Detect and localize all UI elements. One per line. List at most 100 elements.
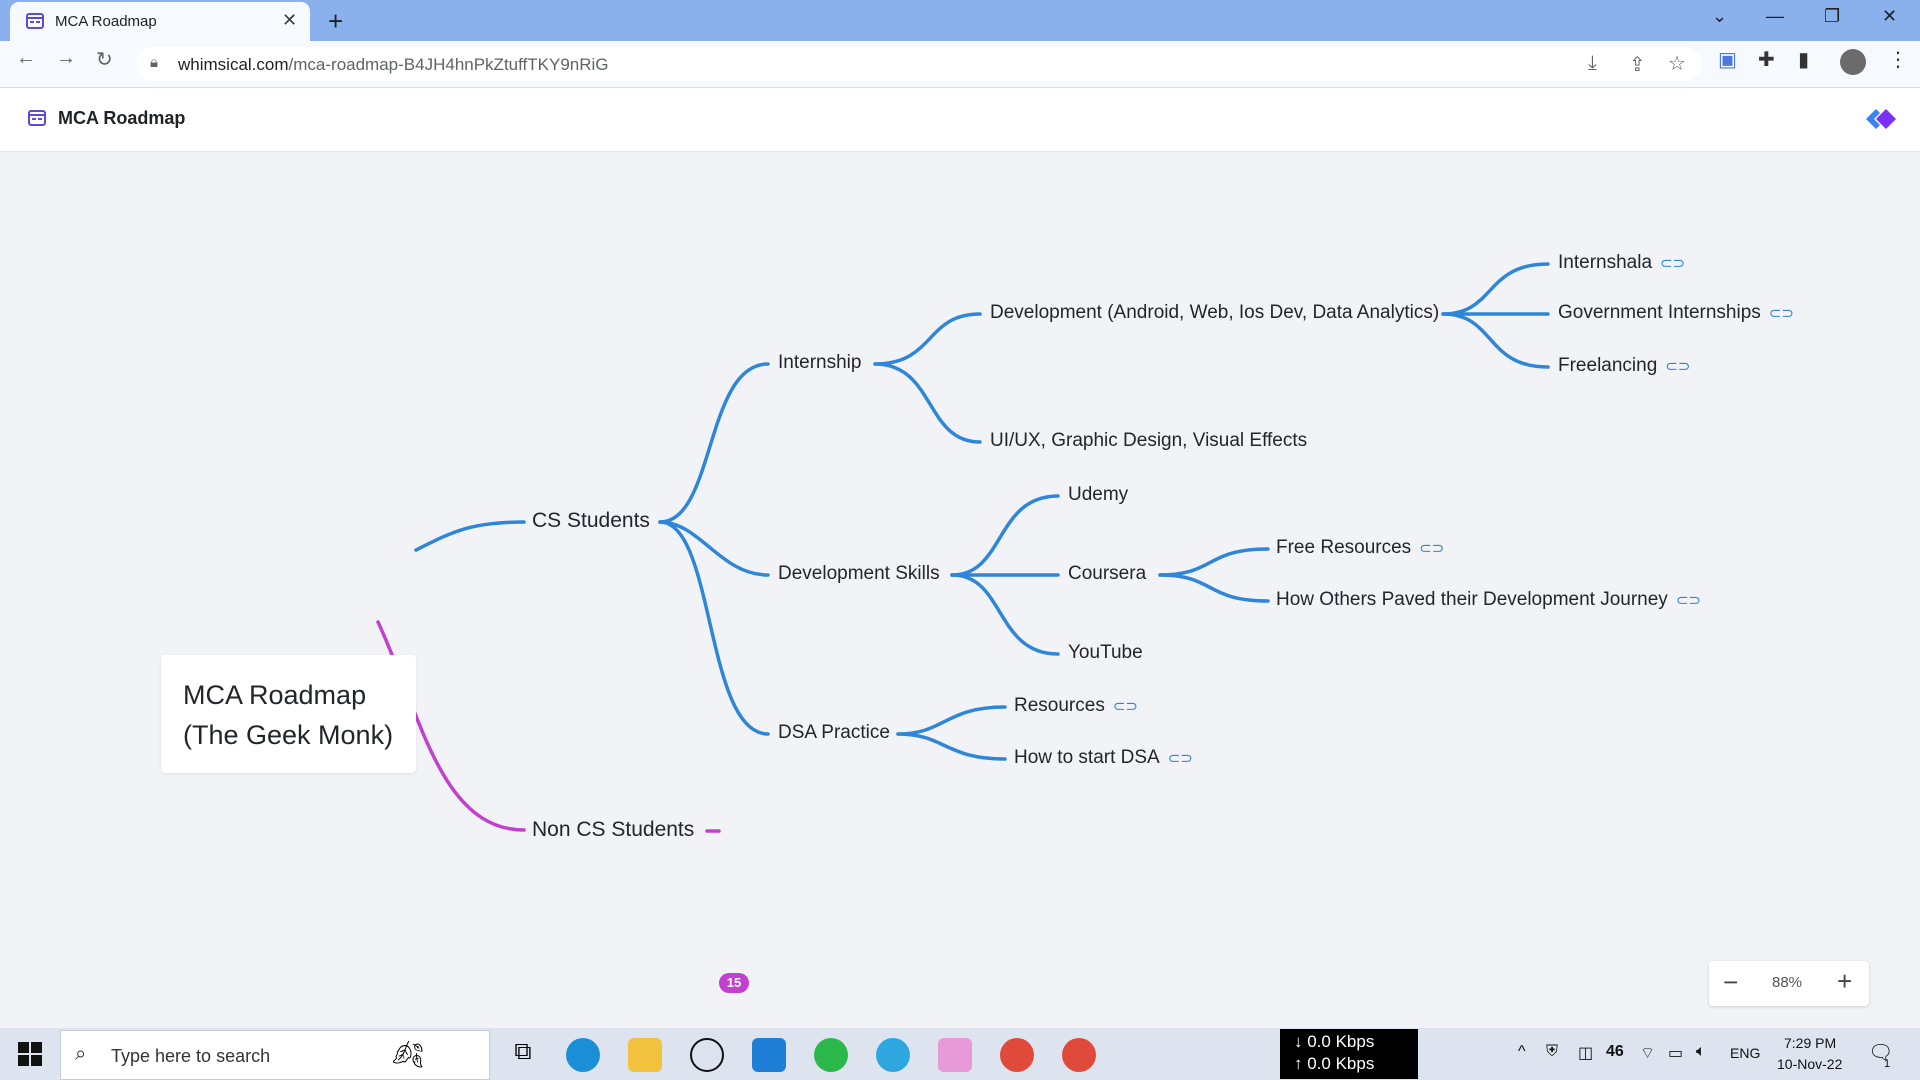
mindmap-canvas[interactable]: MCA Roadmap (The Geek Monk) CS Students … [0,152,1920,1028]
node-how-to-start-dsa[interactable]: How to start DSA ⊂⊃ [1014,747,1193,769]
node-government-internships[interactable]: Government Internships⊂⊃ [1558,302,1794,324]
node-resources[interactable]: Resources ⊂⊃ [1014,695,1138,717]
mindmap-connectors [376,262,1550,833]
node-freelancing[interactable]: Freelancing⊂⊃ [1558,355,1690,377]
collapsed-count-badge[interactable]: 15 [719,973,749,993]
vscode-icon[interactable] [752,1038,786,1072]
root-node-label: MCA Roadmap (The Geek Monk) [183,680,394,750]
search-icon: ⌕ [75,1043,87,1065]
browser-menu-icon[interactable]: ⋮ [1888,49,1908,71]
profile-avatar[interactable] [1840,49,1866,75]
file-explorer-icon[interactable] [628,1038,662,1072]
close-window-button[interactable]: ✕ [1882,6,1898,26]
node-uiux[interactable]: UI/UX, Graphic Design, Visual Effects [990,430,1308,451]
notification-center-icon[interactable]: 🗨︎ [1868,1042,1894,1064]
windows-taskbar: ⌕ Type here to search 🍂︎ ⧉ ↓ 0.0 Kbps ↑ … [0,1028,1920,1080]
clock-time[interactable]: 7:29 PM [1784,1035,1837,1051]
chrome-icon[interactable] [1000,1038,1034,1072]
install-app-icon[interactable]: ⤓ [1588,52,1597,74]
zoom-in-button[interactable]: + [1837,966,1853,996]
link-icon[interactable]: ⊂⊃ [1660,254,1686,272]
whatsapp-icon[interactable] [814,1038,848,1072]
url-path: /mca-roadmap-B4JH4hnPkZtuffTKY9nRiG [288,55,609,74]
google-translate-icon[interactable]: ▣ [1718,49,1737,71]
node-free-resources[interactable]: Free Resources ⊂⊃ [1276,537,1444,559]
back-arrow-icon[interactable]: ← [16,47,36,69]
node-udemy[interactable]: Udemy [1068,484,1129,505]
restore-button[interactable]: ❐ [1824,6,1841,26]
temperature-value[interactable]: 46 [1606,1043,1624,1060]
forward-arrow-icon[interactable]: → [56,47,76,69]
bookmark-star-icon[interactable]: ☆ [1668,53,1686,75]
node-development-skills[interactable]: Development Skills [778,563,940,584]
browser-toolbar: ← → ↻ 🔒︎ whimsical.com/mca-roadmap-B4JH4… [0,41,1920,88]
node-development[interactable]: Development (Android, Web, Ios Dev, Data… [990,302,1440,323]
telegram-icon[interactable] [876,1038,910,1072]
meet-now-icon[interactable]: ◫ [1578,1045,1594,1062]
search-placeholder: Type here to search [111,1046,271,1066]
whimsical-logo-icon[interactable] [1864,106,1902,132]
share-icon[interactable]: ⇪ [1629,54,1646,76]
connector-cs-internship [658,362,770,524]
connector-cs-devskills [658,520,770,577]
connector-cs-dsa [658,520,770,736]
minimize-button[interactable]: — [1766,6,1784,26]
node-how-to-start-dsa-label: How to start DSA [1014,747,1160,768]
connector-internship-uiux [873,362,982,444]
link-icon[interactable]: ⊂⊃ [1665,357,1691,375]
connector-internship-development [873,312,982,366]
connector-devskills-youtube [950,573,1060,656]
edge-browser-icon[interactable] [566,1038,600,1072]
tab-search-chevron-icon[interactable]: ⌄ [1712,6,1728,26]
extensions-puzzle-icon[interactable]: ✚ [1758,49,1775,71]
pinned-app-icon[interactable] [938,1038,972,1072]
url-text[interactable]: whimsical.com/mca-roadmap-B4JH4hnPkZtuff… [178,55,609,75]
root-node[interactable]: MCA Roadmap (The Geek Monk) [161,655,416,773]
side-panel-icon[interactable]: ▮ [1798,49,1810,71]
windows-start-icon[interactable] [18,1042,42,1066]
task-view-icon[interactable]: ⧉ [514,1038,532,1065]
security-shield-icon[interactable]: ⛨ [1546,1043,1559,1060]
battery-icon[interactable]: ▭ [1668,1045,1684,1062]
link-icon[interactable]: ⊂⊃ [1167,749,1193,767]
node-internshala[interactable]: Internshala⊂⊃ [1558,252,1685,274]
tab-close-icon[interactable]: ✕ [282,10,298,30]
volume-icon[interactable]: 🔈︎ [1696,1043,1706,1060]
node-coursera[interactable]: Coursera [1068,563,1147,584]
wifi-icon[interactable]: ⌔ [1640,1045,1656,1062]
board-title[interactable]: MCA Roadmap [58,108,186,128]
upload-speed: ↑ 0.0 Kbps [1294,1054,1375,1073]
link-icon[interactable]: ⊂⊃ [1112,697,1138,715]
node-how-others-paved[interactable]: How Others Paved their Development Journ… [1276,589,1701,611]
board-icon [28,110,46,126]
chrome-profile-icon[interactable] [1062,1038,1096,1072]
connector-dsa-howto [896,732,1007,761]
zoom-level[interactable]: 88% [1772,974,1803,991]
taskbar-search[interactable]: ⌕ Type here to search 🍂︎ [60,1030,490,1080]
language-indicator[interactable]: ENG [1730,1045,1761,1061]
link-icon[interactable]: ⊂⊃ [1675,591,1701,609]
show-hidden-icons-icon[interactable]: ^ [1518,1043,1526,1060]
node-dsa-practice[interactable]: DSA Practice [778,722,890,743]
dell-app-icon[interactable] [690,1038,724,1072]
connector-coursera-free [1158,547,1270,577]
node-non-cs-students[interactable]: Non CS Students [532,818,695,841]
whimsical-board-icon [26,13,44,29]
zoom-out-button[interactable]: − [1723,967,1739,997]
new-tab-button[interactable]: + [328,6,344,36]
zoom-control: − 88% + [1709,961,1869,1006]
node-free-resources-label: Free Resources [1276,537,1412,558]
link-icon[interactable]: ⊂⊃ [1768,304,1794,322]
address-bar[interactable]: 🔒︎ whimsical.com/mca-roadmap-B4JH4hnPkZt… [136,47,1702,81]
browser-tab[interactable]: MCA Roadmap ✕ [10,2,310,41]
node-internship[interactable]: Internship [778,352,862,373]
lock-icon[interactable]: 🔒︎ [150,54,158,71]
node-cs-students[interactable]: CS Students [532,509,650,532]
node-resources-label: Resources [1014,695,1105,716]
reload-icon[interactable]: ↻ [96,49,113,71]
connector-dsa-resources [896,705,1007,736]
download-speed: ↓ 0.0 Kbps [1294,1032,1375,1051]
link-icon[interactable]: ⊂⊃ [1419,539,1445,557]
node-youtube[interactable]: YouTube [1068,642,1143,663]
clock-date[interactable]: 10-Nov-22 [1777,1056,1843,1072]
